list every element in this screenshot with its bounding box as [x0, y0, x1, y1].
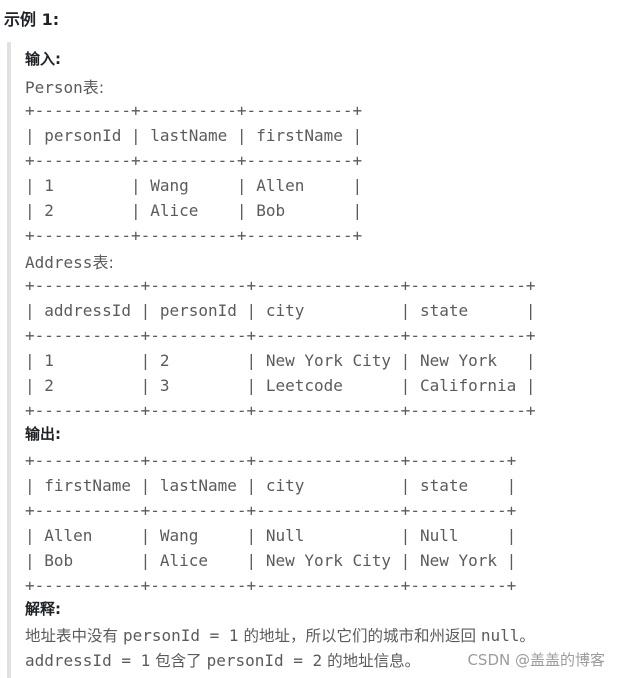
explanation-text: 。 [519, 627, 535, 645]
explanation-code: personId = 2 [206, 651, 323, 670]
person-table-suffix: 表: [82, 78, 105, 97]
explanation-text: 的地址信息。 [322, 652, 421, 670]
address-table-name: Address [25, 253, 93, 272]
csdn-watermark: CSDN @盖盖的博客 [467, 651, 605, 669]
explanation-text: 包含了 [150, 652, 207, 670]
example-heading: 示例 1: [4, 10, 60, 29]
person-table-caption: Person表: [25, 74, 104, 98]
address-table-suffix: 表: [92, 253, 114, 272]
explanation-code: personId = 1 [122, 626, 239, 645]
output-table: +-----------+----------+---------------+… [25, 451, 517, 595]
explanation-code: null [480, 626, 520, 645]
explanation-label: 解释: [25, 600, 61, 618]
explanation-line-1: 地址表中没有 personId = 1 的地址，所以它们的城市和州返回 null… [25, 624, 535, 646]
blockquote-bar [7, 42, 11, 678]
input-label: 输入: [25, 50, 61, 68]
person-table: +----------+----------+-----------+ | pe… [25, 101, 363, 245]
explanation-code: addressId = 1 [25, 651, 151, 670]
address-table: +-----------+----------+---------------+… [25, 276, 536, 420]
explanation-text: 地址表中没有 [25, 627, 123, 645]
example-block: 输入: Person表: +----------+----------+----… [0, 38, 619, 678]
explanation-text: 的地址，所以它们的城市和州返回 [238, 627, 481, 645]
person-table-name: Person [25, 78, 83, 97]
address-table-caption: Address表: [25, 249, 114, 273]
explanation-line-2: addressId = 1 包含了 personId = 2 的地址信息。 [25, 649, 420, 671]
output-label: 输出: [25, 425, 61, 443]
